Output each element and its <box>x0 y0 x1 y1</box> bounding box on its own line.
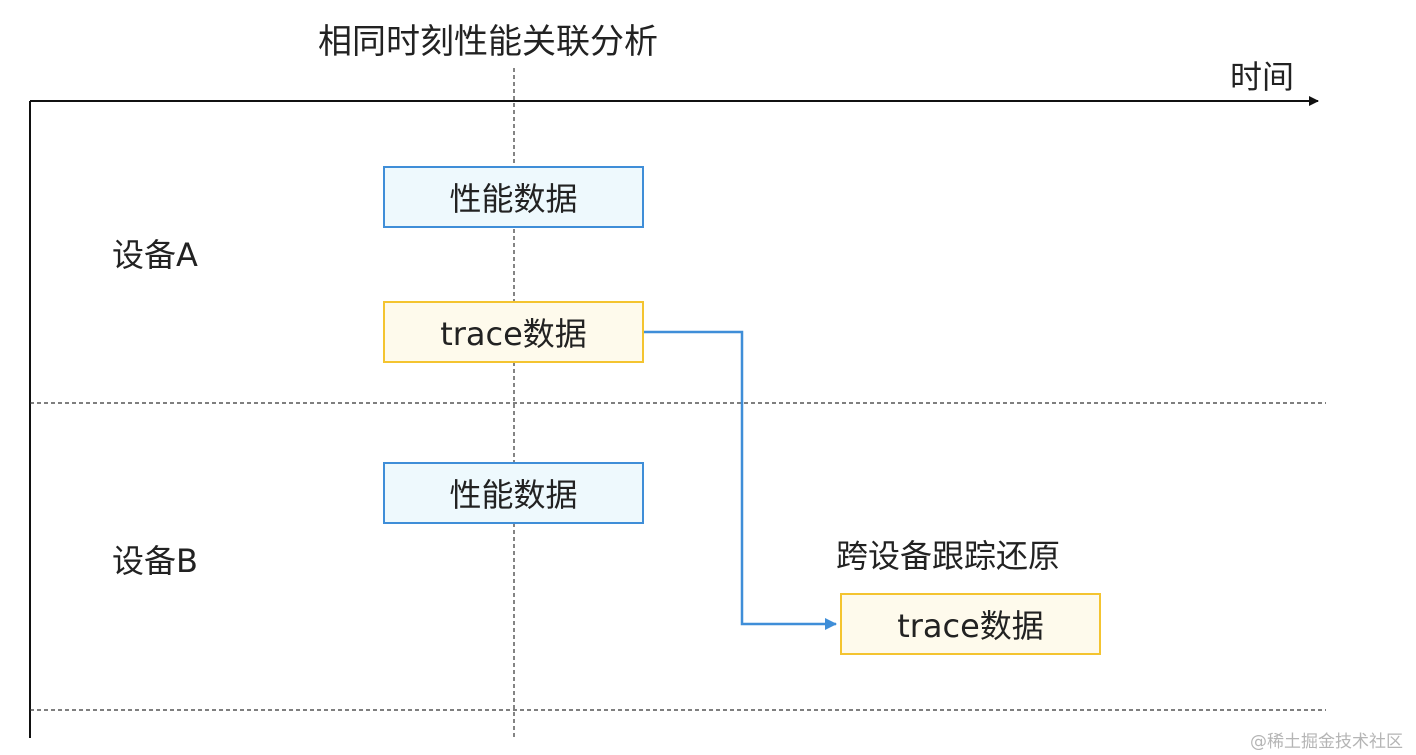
device-a-perf-data-box: 性能数据 <box>383 166 644 228</box>
diagram-title: 相同时刻性能关联分析 <box>318 22 658 62</box>
device-b-trace-data-box: trace数据 <box>840 593 1101 655</box>
watermark: @稀土掘金技术社区 <box>1250 732 1403 752</box>
device-b-perf-data-box: 性能数据 <box>383 462 644 524</box>
device-a-label: 设备A <box>112 236 198 274</box>
device-b-label: 设备B <box>112 542 198 580</box>
time-axis-label: 时间 <box>1230 58 1295 96</box>
cross-device-connector <box>644 330 837 630</box>
device-a-trace-data-box: trace数据 <box>383 301 644 363</box>
cross-device-trace-label: 跨设备跟踪还原 <box>836 537 1061 575</box>
